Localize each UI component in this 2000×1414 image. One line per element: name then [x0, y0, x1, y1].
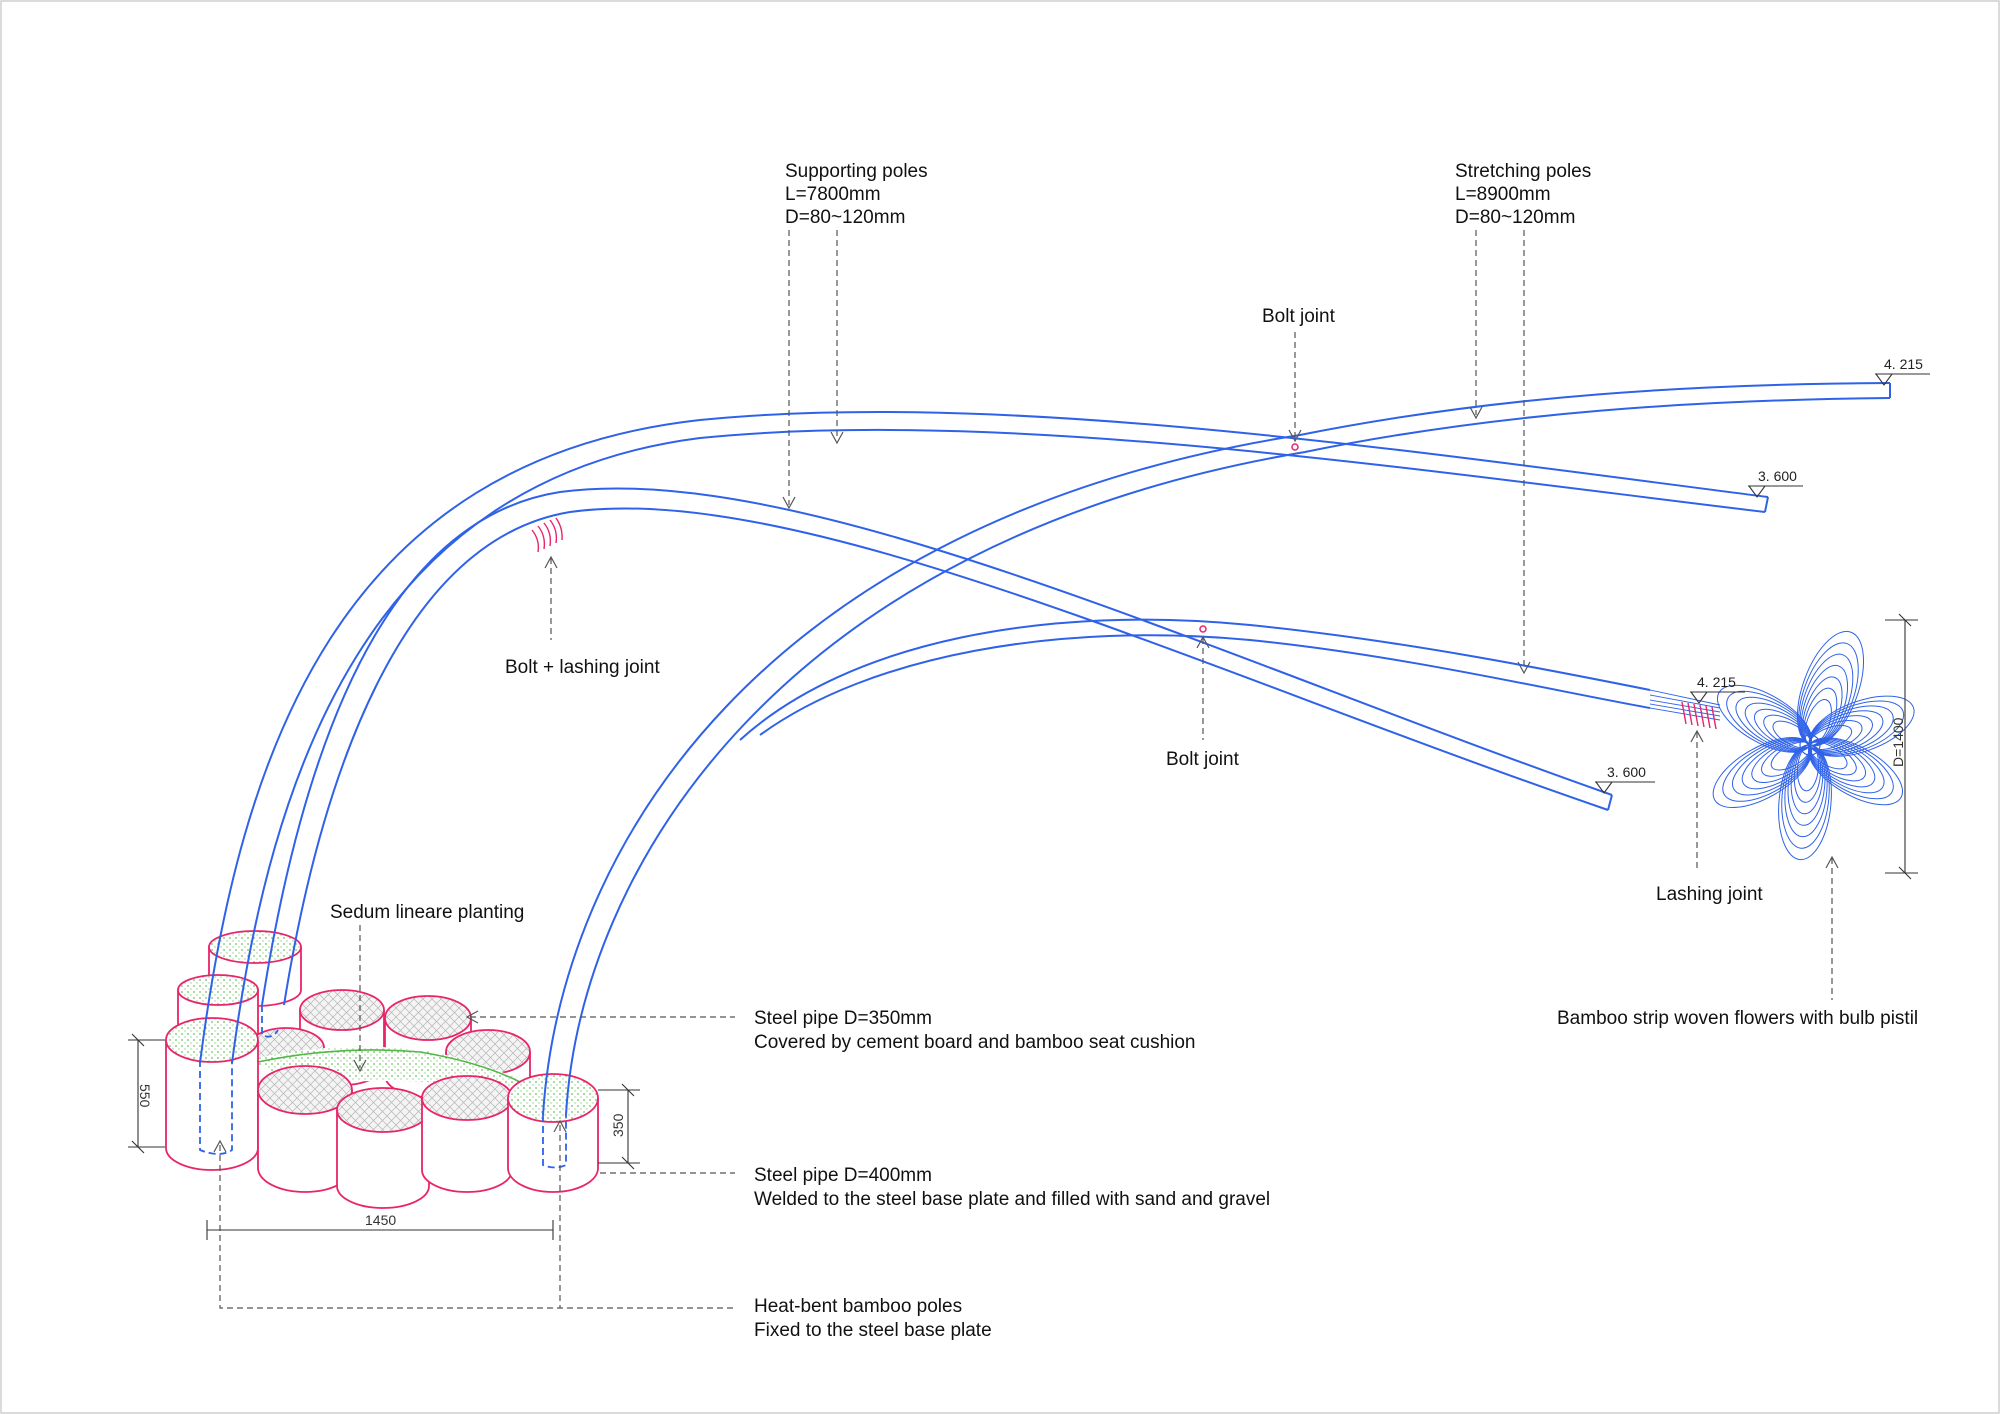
bamboo-strips: [1649, 689, 1721, 721]
stretching-pole-edge: [542, 382, 1891, 1116]
flower-petal-loop: [1808, 737, 1894, 800]
pole-end-hidden: [199, 1060, 233, 1155]
elevation-label: 3. 600: [1607, 764, 1646, 780]
steel-pipe-base-left: [165, 1017, 259, 1171]
bolt-joint-label: Bolt joint: [1166, 749, 1240, 770]
stretching-pole-edge: [759, 634, 1651, 736]
elevation-label: 4. 215: [1697, 674, 1736, 690]
supporting-pole-lower-edge: [261, 487, 1613, 1006]
elevation-label: 3. 600: [1758, 468, 1797, 484]
leader-lines: [213, 230, 1839, 1309]
bolt-lashing-joint-marker: [531, 517, 563, 553]
bamboo-poles: [199, 382, 1891, 1116]
supporting-pole-upper-edge: [231, 428, 1766, 1064]
steel-pipe: [421, 1075, 513, 1193]
lashing-joint-marker: [1681, 701, 1717, 730]
bolt-lashing-joint-label: Bolt + lashing joint: [505, 657, 660, 678]
planting-edge: [257, 1049, 521, 1083]
flower-petal-loop: [1772, 720, 1812, 749]
steel-pipe-base-right: [507, 1073, 599, 1193]
bolt-joint-marker: [1199, 625, 1207, 633]
lashing-joint-label: Lashing joint: [1656, 884, 1763, 905]
elevation-marker: 4. 215: [1875, 356, 1930, 386]
woven-flower: [1712, 630, 1915, 861]
bolt-joint-label: Bolt joint: [1262, 306, 1336, 327]
steel-pipe: [336, 1087, 430, 1209]
stretching-pole-edge: [565, 397, 1891, 1116]
pole-end-hidden: [261, 1005, 279, 1038]
steel-pipe-400-label: Steel pipe D=400mm Welded to the steel b…: [754, 1165, 1270, 1210]
bolt-joint-marker: [1291, 443, 1299, 451]
flower-diameter-label: D=1400: [1890, 717, 1906, 767]
elevation-marker: 3. 600: [1595, 764, 1655, 794]
supporting-poles-label: Supporting poles L=7800mm D=80~120mm: [785, 161, 933, 228]
pole-end: [1607, 794, 1613, 811]
flowers-label: Bamboo strip woven flowers with bulb pis…: [1557, 1008, 1918, 1029]
flower-bulb-pistil: [1799, 734, 1821, 756]
elevation-marker: 3. 600: [1748, 468, 1803, 498]
base-height-350-label: 350: [610, 1113, 626, 1137]
pole-end: [1764, 496, 1769, 513]
supporting-pole-upper-edge: [199, 410, 1769, 1064]
elevation-label: 4. 215: [1884, 356, 1923, 372]
heat-bent-label: Heat-bent bamboo poles Fixed to the stee…: [754, 1296, 992, 1341]
elevation-marker: 4. 215: [1690, 674, 1745, 704]
steel-pipe: [257, 1065, 353, 1193]
base-width-label: 1450: [365, 1212, 396, 1228]
sedum-label: Sedum lineare planting: [330, 902, 524, 923]
stretching-poles-label: Stretching poles L=8900mm D=80~120mm: [1455, 161, 1597, 228]
steel-pipe-350-label: Steel pipe D=350mm Covered by cement boa…: [754, 1008, 1196, 1053]
dimension-lines: [128, 613, 1918, 1240]
base-pipe-cluster: [165, 930, 599, 1209]
supporting-pole-lower-edge: [283, 507, 1609, 1006]
stretching-pole-edge: [739, 618, 1651, 741]
base-height-550-label: 550: [137, 1084, 153, 1108]
pole-end-hidden: [542, 1115, 567, 1169]
